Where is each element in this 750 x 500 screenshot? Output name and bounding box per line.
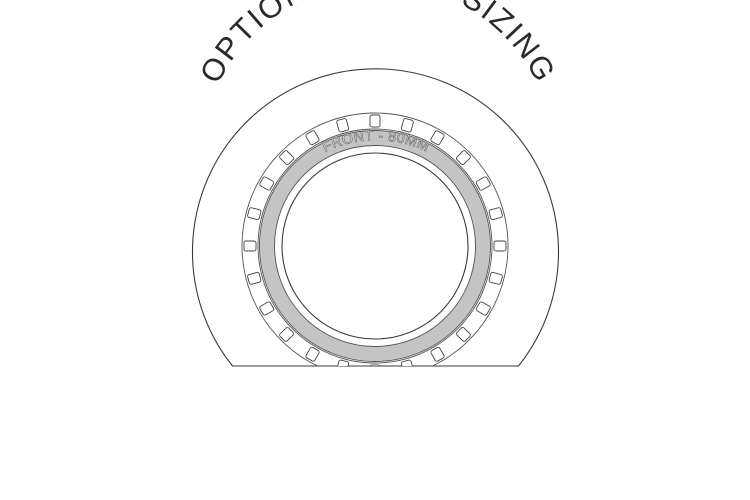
gear-lug — [336, 118, 350, 133]
gear-lug — [279, 326, 295, 342]
page-title: OPTIONAL HALO SIZING — [193, 0, 563, 89]
gear-lug — [305, 130, 320, 146]
gear-lug — [279, 150, 295, 166]
gear-lug — [400, 118, 414, 133]
gear-lug — [455, 326, 471, 342]
halo-band-ring — [259, 130, 491, 362]
gear-lug — [247, 271, 262, 285]
gear-lug — [488, 207, 503, 221]
gear-lug — [259, 301, 275, 316]
gear-lug — [475, 301, 491, 316]
gear-lug — [430, 130, 445, 146]
gear-lug — [243, 240, 257, 252]
gear-lug — [488, 271, 503, 285]
gear-lug — [247, 207, 262, 221]
gear-lug — [430, 346, 445, 362]
gear-lug — [493, 240, 507, 252]
gear-lug — [400, 359, 414, 366]
gear-lug — [369, 114, 381, 128]
gear-lug — [305, 346, 320, 362]
gear-lug — [475, 176, 491, 191]
gear-lug — [259, 176, 275, 191]
inner-circle — [281, 152, 469, 340]
gear-lugs — [243, 114, 507, 366]
page-title-path: OPTIONAL HALO SIZING — [193, 0, 561, 89]
gear-lug — [455, 150, 471, 166]
gear-lug — [336, 359, 350, 366]
gear-ring-icon — [241, 112, 509, 366]
gear-lug — [369, 364, 381, 366]
